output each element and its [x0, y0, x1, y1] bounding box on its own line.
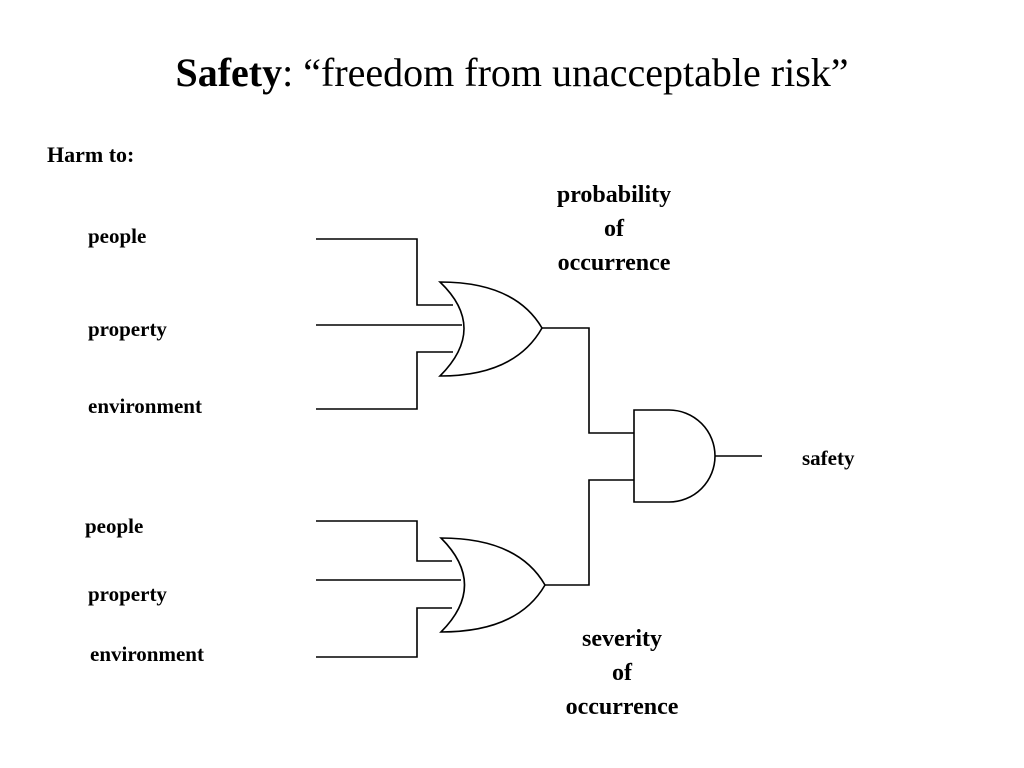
- lower-or-gate: [439, 537, 546, 633]
- lower-or-output-wire: [545, 479, 634, 586]
- severity-label: severity of occurrence: [522, 622, 722, 724]
- upper-input-environment: environment: [88, 394, 202, 418]
- upper-wire-environment: [316, 351, 453, 410]
- and-gate: [633, 409, 716, 503]
- probability-line-3: occurrence: [557, 250, 671, 276]
- title-bold: Safety: [175, 50, 283, 95]
- safety-output-label: safety: [802, 446, 855, 470]
- severity-line-1: severity: [582, 626, 662, 652]
- slide-title: Safety: “freedom from unacceptable risk”: [0, 48, 1024, 98]
- lower-input-environment: environment: [90, 642, 204, 666]
- harm-to-label: Harm to:: [47, 142, 135, 167]
- probability-line-1: probability: [556, 182, 672, 208]
- upper-or-gate: [438, 281, 543, 377]
- title-rest: : “freedom from unacceptable risk”: [282, 50, 849, 95]
- upper-wire-people: [316, 238, 453, 306]
- lower-wire-environment: [316, 607, 452, 658]
- upper-or-output-wire: [542, 327, 634, 434]
- lower-wire-people: [316, 520, 452, 562]
- lower-input-property: property: [88, 582, 167, 606]
- probability-label: probability of occurrence: [514, 178, 714, 280]
- upper-input-people: people: [88, 224, 147, 248]
- severity-line-3: occurrence: [565, 694, 679, 720]
- upper-input-property: property: [88, 317, 167, 341]
- lower-input-people: people: [85, 514, 144, 538]
- severity-line-2: of: [612, 660, 632, 686]
- probability-line-2: of: [604, 216, 624, 242]
